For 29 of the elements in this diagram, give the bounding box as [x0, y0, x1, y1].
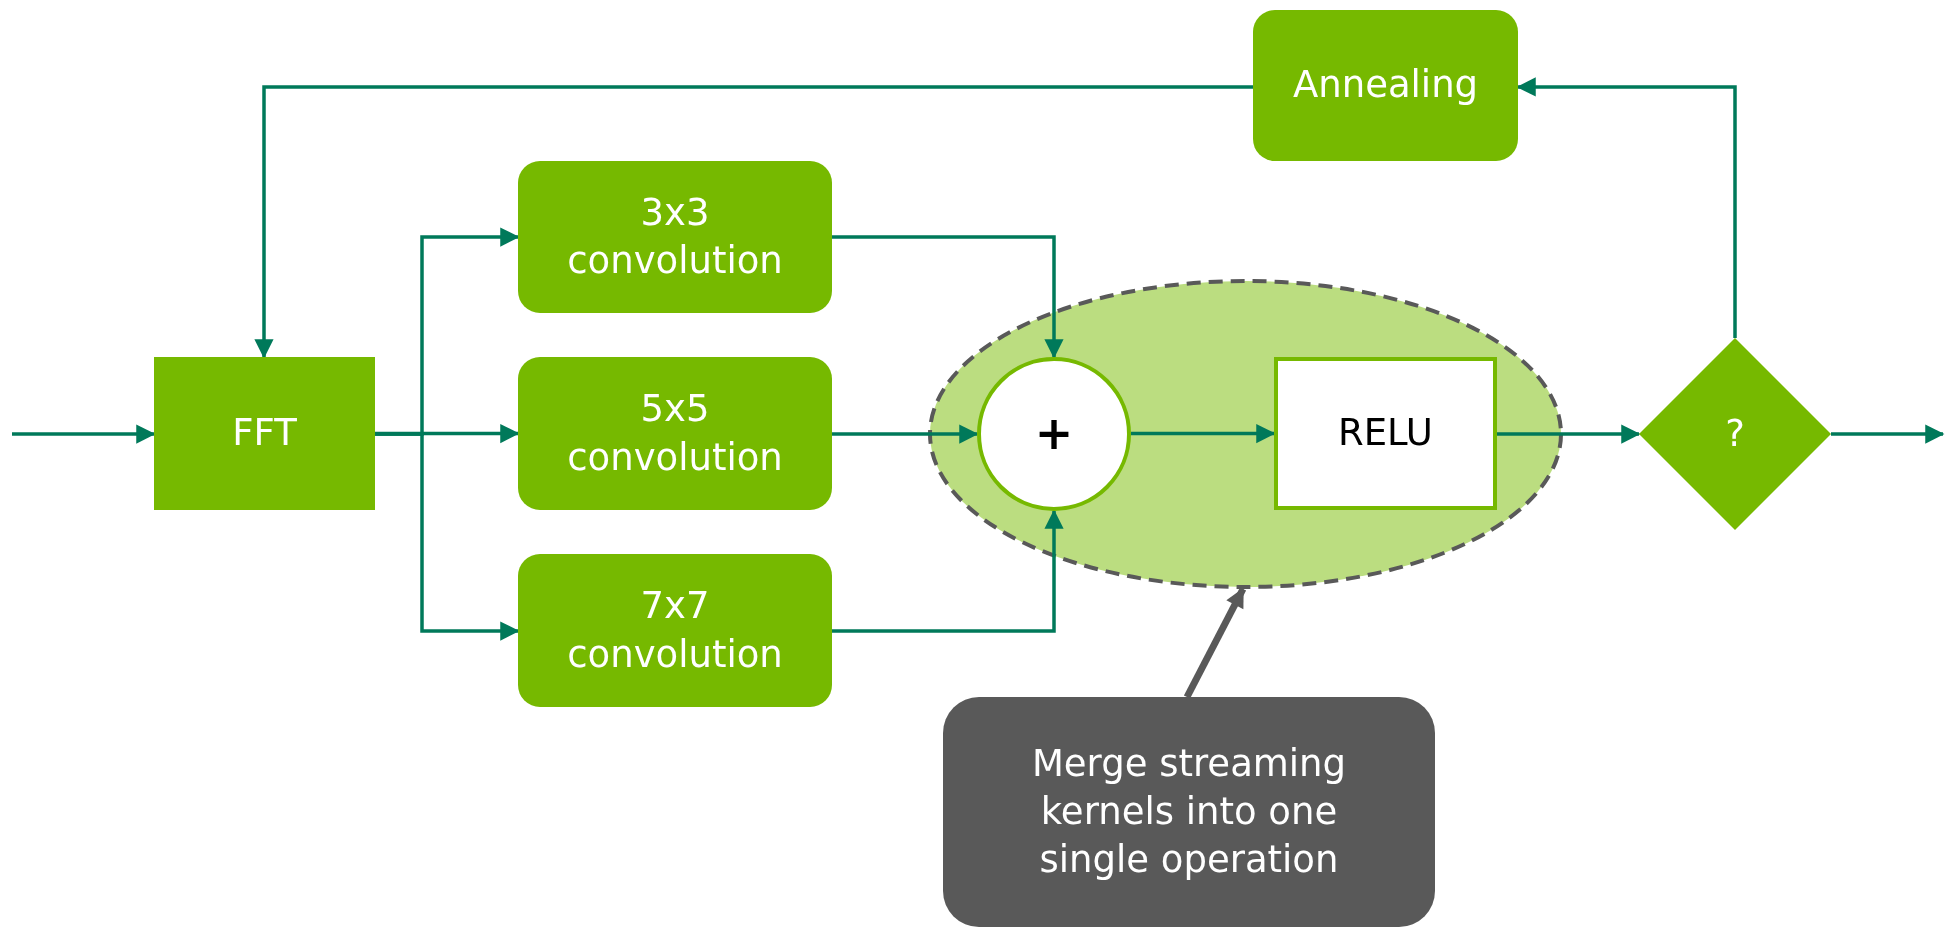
process-box: [1274, 357, 1497, 510]
arrow: [832, 424, 979, 444]
node-label: FFT: [232, 410, 297, 457]
process-box: [518, 161, 832, 313]
callout-box: [943, 697, 1435, 927]
arrow: [1131, 423, 1276, 444]
process-box: [518, 554, 832, 707]
arrow: [1516, 77, 1737, 338]
process-box: [154, 357, 375, 510]
arrow: [1497, 424, 1641, 444]
decision-diamond: [1639, 338, 1831, 530]
arrow: [375, 432, 520, 641]
arrow: [832, 235, 1064, 359]
node-label: 7x7 convolution: [566, 583, 784, 678]
arrow: [254, 85, 1253, 359]
arrow: [12, 424, 156, 444]
node-label: Annealing: [1292, 62, 1479, 109]
node-label: ?: [1725, 410, 1745, 457]
leader-arrow: [1183, 587, 1247, 699]
process-box: [1253, 10, 1518, 161]
process-box: [518, 357, 832, 510]
node-label: 3x3 convolution: [566, 189, 784, 284]
node-label: RELU: [1338, 410, 1433, 457]
arrow: [1831, 424, 1945, 444]
node-label: 5x5 convolution: [566, 386, 784, 481]
dashed-ellipse: [928, 279, 1563, 589]
arrow: [832, 509, 1064, 633]
node-label: +: [1034, 405, 1074, 463]
node-label: Merge streaming kernels into one single operation: [1030, 740, 1348, 884]
